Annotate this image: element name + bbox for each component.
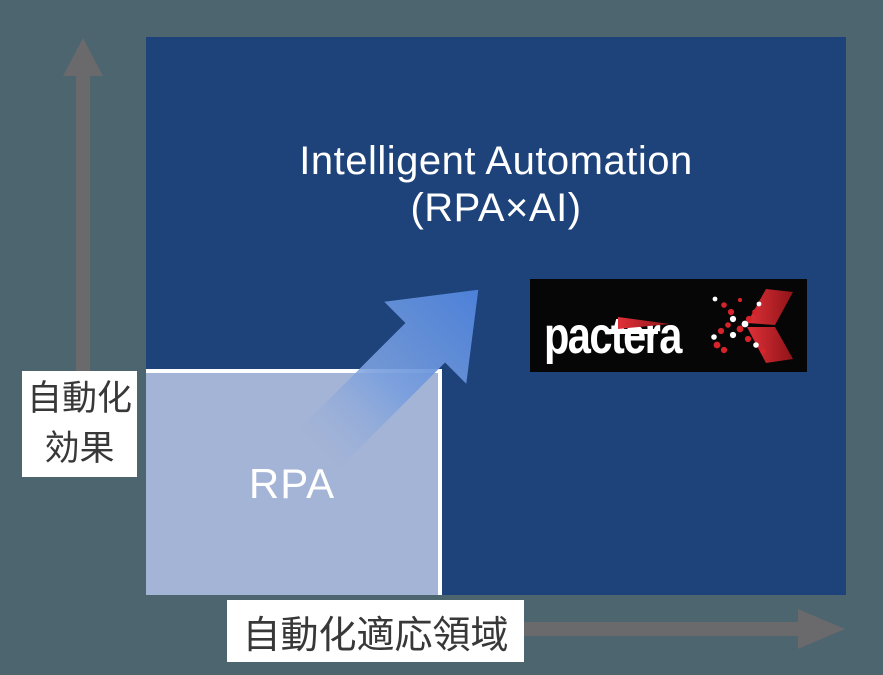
x-mark-dot (756, 301, 762, 307)
x-mark-dot (729, 331, 737, 339)
x-mark-dot (729, 315, 737, 323)
up-arrow-icon (63, 38, 103, 375)
x-mark-dot (721, 302, 727, 308)
x-mark-dot (725, 322, 731, 328)
y-axis-label-line-1: 自動化 (26, 379, 132, 419)
pactera-logo-graphic: pactera (544, 289, 793, 365)
y-axis-label-line-2: 効果 (44, 429, 115, 468)
x-mark-dot (744, 335, 752, 343)
y-axis-label: 自動化 効果 (22, 371, 137, 477)
x-mark-dot (736, 325, 744, 333)
x-mark-dot (753, 342, 759, 348)
x-mark-dot (752, 309, 758, 315)
svg-text:pactera: pactera (544, 306, 683, 365)
x-mark-dot (737, 297, 743, 303)
x-mark-dot (720, 346, 728, 354)
x-mark-dot (712, 296, 718, 302)
x-mark-dot (713, 341, 721, 349)
red-dart-icon (618, 317, 670, 329)
diagram-title: Intelligent Automation (RPA×AI) (146, 138, 846, 232)
x-mark-dot (727, 308, 735, 316)
x-mark-dot (741, 320, 749, 328)
x-mark-dot (760, 348, 766, 354)
title-line-2: (RPA×AI) (410, 185, 582, 230)
x-mark-dot (717, 327, 725, 335)
pactera-wordmark: pactera (544, 306, 685, 365)
rpa-region: RPA (146, 369, 442, 595)
x-mark-dot (745, 315, 753, 323)
title-line-1: Intelligent Automation (299, 139, 693, 183)
x-mark-dot (711, 334, 717, 340)
x-axis-label: 自動化適応領域 (227, 600, 524, 662)
t-crossbar (608, 329, 658, 334)
pactera-x-mark-icon (711, 289, 793, 363)
rpa-label: RPA (248, 460, 336, 507)
pactera-logo: pactera (530, 279, 807, 372)
